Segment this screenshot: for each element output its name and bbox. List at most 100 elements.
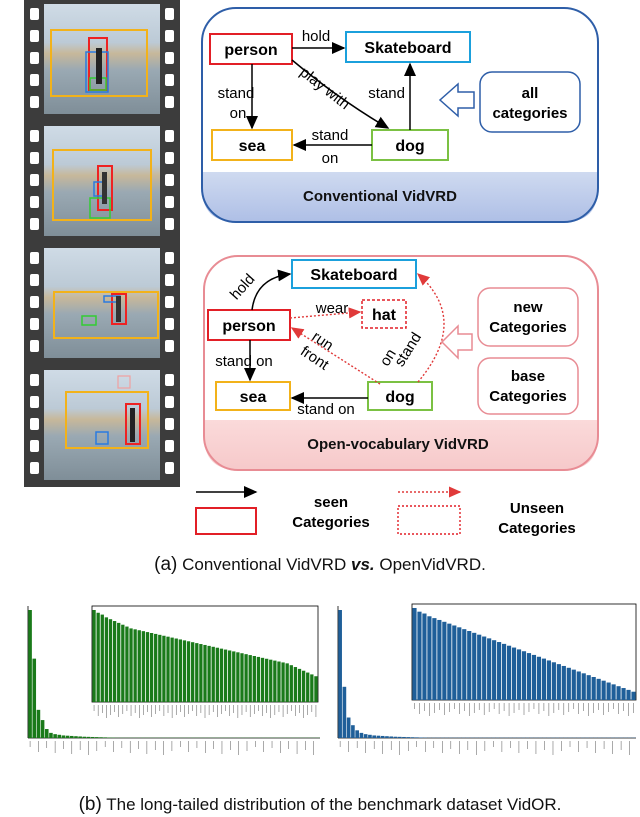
new-categories-label-1: new	[513, 299, 543, 316]
chart-left-green-inset-bar	[133, 629, 137, 702]
chart-right-blue-inset-bar	[606, 682, 611, 700]
chart-right-blue-inset-bar	[596, 678, 601, 700]
all-categories-label-2: categories	[492, 105, 567, 122]
chart-right-blue-inset-bar	[437, 619, 442, 700]
chart-left-green-inset-bar	[141, 631, 146, 702]
ov-edge-dog-sea: stand on	[297, 401, 355, 418]
chart-right-blue-bar	[410, 737, 415, 738]
chart-right-blue-inset-bar	[541, 658, 546, 700]
chart-right-blue-inset-bar	[631, 691, 636, 700]
chart-right-blue-inset-bar	[492, 640, 497, 700]
chart-left-green-bar	[53, 734, 57, 738]
chart-left-green-inset-bar	[310, 674, 314, 702]
frame-3	[44, 248, 160, 358]
chart-left-green-inset-bar	[129, 628, 133, 702]
edge-play-with: play with	[297, 64, 353, 113]
new-categories-label-2: Categories	[489, 319, 567, 336]
chart-right-blue-bar	[359, 732, 364, 738]
chart-right-blue-inset-bar	[581, 673, 586, 700]
chart-left-green-inset-bar	[199, 644, 203, 702]
chart-right-blue-inset-bar	[506, 645, 512, 700]
chart-right-blue-inset-bar	[601, 680, 606, 700]
chart-left-green-bar	[78, 736, 82, 738]
frame-2	[44, 126, 160, 236]
legend-seen-label-2: Categories	[292, 514, 370, 531]
chart-right-blue-bar	[406, 737, 411, 738]
chart-left-green-inset-bar	[203, 644, 207, 702]
ov-node-sea	[215, 381, 291, 411]
ov-edge-stand-on-2: on	[377, 346, 400, 369]
chart-right-blue-bar	[385, 736, 389, 738]
chart-right-blue-inset-bar	[611, 684, 616, 700]
chart-left-green-bar	[107, 737, 112, 738]
relation-diagram: Conventional VidVRD person Skateboard se…	[195, 7, 599, 537]
chart-right-blue-inset-bar	[531, 654, 537, 700]
node-sea-label: sea	[239, 138, 266, 155]
chart-left-green-inset-bar	[211, 646, 215, 702]
chart-right-blue-bar	[338, 610, 342, 738]
chart-left-green-inset-bar	[154, 633, 158, 702]
chart-right-blue-inset-bar	[616, 686, 621, 700]
chart-right-blue-inset-bar	[516, 649, 522, 700]
chart-right-blue-bar	[355, 730, 359, 738]
chart-right-blue-bar	[402, 736, 406, 738]
chart-left-green-inset-bar	[285, 663, 289, 702]
chart-left-green-bar	[99, 737, 103, 738]
chart-left-green-bar	[95, 737, 99, 738]
chart-right-blue-inset-bar	[502, 643, 507, 700]
chart-right-blue-inset-bar	[497, 642, 502, 700]
chart-right-blue-inset-bar	[621, 688, 626, 700]
caption-a: (a) Conventional VidVRD vs. OpenVidVRD.	[0, 554, 640, 576]
chart-left-green-inset-bar	[104, 617, 109, 702]
chart-left-green-inset-bar	[232, 651, 236, 702]
ov-edge-hold: hold	[227, 271, 259, 303]
chart-right-blue-inset-bar	[566, 667, 571, 700]
chart-right-blue-inset-bar	[487, 638, 492, 700]
chart-left-green-inset-bar	[289, 665, 293, 702]
chart-left-green-inset-bar	[162, 635, 166, 702]
chart-left-green-inset-bar	[96, 612, 100, 702]
chart-right-blue-inset-bar	[432, 618, 437, 700]
chart-right-blue-inset-bar	[417, 611, 422, 700]
caption-a-vs: vs.	[350, 555, 375, 574]
ov-edge-person-sea: stand on	[215, 353, 273, 370]
chart-right-blue-inset-bar	[412, 608, 417, 700]
node-person	[209, 33, 293, 65]
chart-left-green-inset-bar	[219, 648, 224, 702]
chart-left-green-inset-bar	[207, 645, 211, 702]
chart-right-blue-inset-bar	[482, 636, 487, 700]
chart-right-blue-inset-bar	[546, 660, 551, 700]
chart-right-blue-inset-bar	[571, 669, 576, 700]
caption-b-prefix: (b)	[78, 794, 102, 815]
legend-seen-label-1: seen	[314, 494, 348, 511]
chart-right-blue-bar	[376, 735, 381, 738]
chart-left-green-inset-bar	[92, 610, 96, 702]
chart-left-green-inset-bar	[273, 660, 277, 702]
frame-4	[44, 370, 160, 480]
caption-a-part1: Conventional VidVRD	[182, 555, 347, 574]
chart-left-green-inset-bar	[117, 622, 121, 702]
ov-node-skateboard-label: Skateboard	[310, 267, 397, 284]
all-categories-box	[479, 71, 581, 133]
chart-right-blue-inset-bar	[511, 647, 517, 700]
chart-left-green-inset-bar	[121, 624, 125, 702]
chart-left-green-inset-bar	[281, 662, 285, 702]
hollow-arrow-pink-icon	[440, 324, 473, 360]
chart-left-green-bar	[70, 735, 74, 738]
chart-left-green-inset-bar	[244, 654, 248, 702]
chart-left-green-bar	[40, 720, 45, 738]
chart-right-blue-inset-bar	[462, 629, 467, 700]
chart-right-blue-inset-bar	[551, 662, 556, 700]
caption-a-part2: OpenVidVRD.	[379, 555, 486, 574]
chart-left-green-inset-bar	[186, 641, 191, 702]
chart-right-blue-inset-bar	[467, 631, 472, 700]
video-film-strip	[24, 0, 180, 487]
chart-left-green-inset-bar	[260, 657, 265, 702]
chart-left-green-inset-bar	[215, 647, 219, 702]
chart-left-green-bar	[32, 658, 37, 738]
chart-right-blue-bar	[363, 734, 368, 738]
chart-right-blue-inset-bar	[626, 689, 631, 700]
ov-edge-stand-on-1: stand	[391, 330, 425, 370]
caption-b: (b) The long-tailed distribution of the …	[0, 794, 640, 816]
chart-left-green-inset-bar	[112, 621, 117, 702]
